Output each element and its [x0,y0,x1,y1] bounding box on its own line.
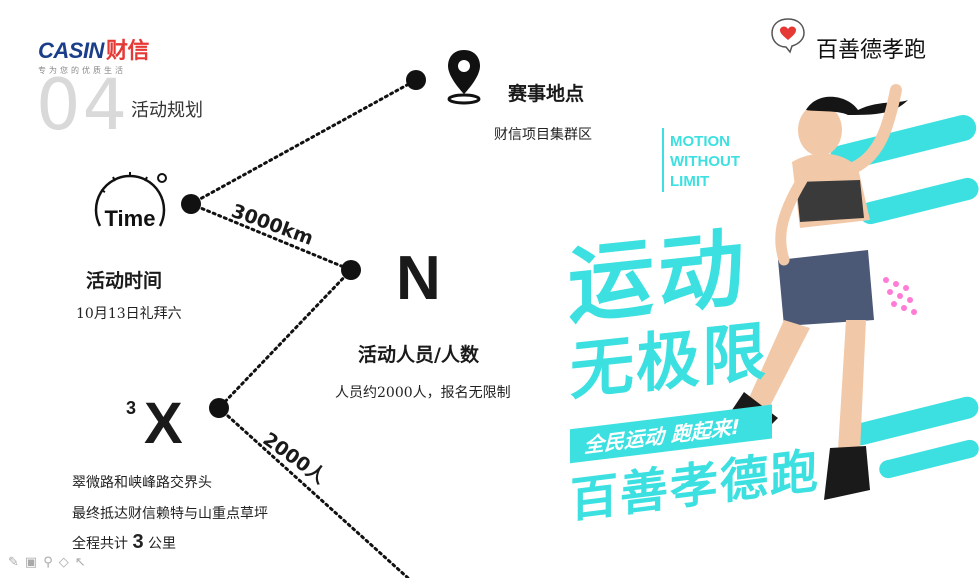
eraser-icon[interactable]: ◇ [58,554,69,569]
company-logo: CASIN财信 专为您的优质生活 [38,33,149,76]
time-icon-label: Time [105,206,156,231]
route-line-3: 全程共计 3 公里 [72,531,177,553]
pointer-icon[interactable]: ↖ [74,554,86,569]
route-symbol: X [144,391,183,456]
slides-icon[interactable]: ▣ [24,554,38,569]
pen-icon[interactable]: ✎ [8,554,19,569]
heart-badge-icon [771,18,805,54]
route-node-time [181,194,201,214]
route-node-route [209,398,229,418]
poster-main-line-1: 运动 [568,218,748,337]
route-line-1: 翠微路和峡峰路交界头 [72,475,212,491]
logo-brand: CASIN财信 [38,38,149,63]
poster-motion-line-1: MOTION [670,133,730,150]
runner-figure [732,84,908,500]
search-icon[interactable]: ⚲ [43,554,53,569]
presentation-toolbar: ✎ ▣ ⚲ ◇ ↖ [8,554,86,570]
logo-slogan: 专为您的优质生活 [38,66,126,75]
poster-motion-line-3: LIMIT [670,173,709,190]
section-title: 活动规划 [131,100,203,121]
people-symbol: N [396,244,441,313]
clock-icon: Time [94,172,167,231]
route-node-people [341,260,361,280]
route-superscript: 3 [126,398,137,418]
route-node-venue [406,70,426,90]
route-line-2: 最终抵达财信赖特与山重点草坪 [72,506,268,522]
event-poster: MOTION WITHOUT LIMIT 运动 无极限 全民运动 跑起来! 百善… [568,84,979,529]
time-heading: 活动时间 [86,270,163,292]
section-number: 04 [36,64,130,146]
people-heading: 活动人员/人数 [358,344,479,366]
poster-motion-line-2: WITHOUT [670,153,740,170]
venue-text: 财信项目集群区 [494,127,592,143]
campaign-title: 百善德孝跑 [816,38,927,63]
map-pin-icon [447,50,481,105]
venue-heading: 赛事地点 [508,83,585,105]
people-text: 人员约2000人，报名无限制 [335,385,511,401]
time-text: 10月13日礼拜六 [76,306,182,322]
